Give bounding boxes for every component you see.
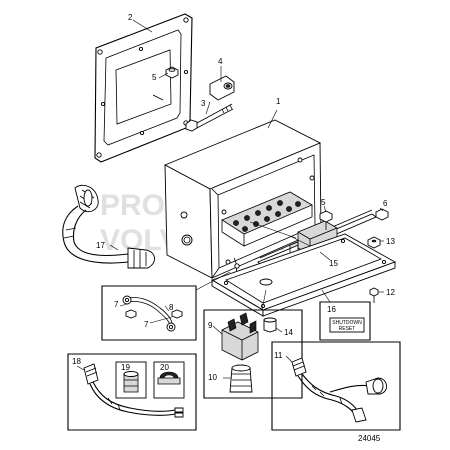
callout-11: 11 xyxy=(274,351,283,360)
callout-17: 17 xyxy=(96,241,105,250)
shutdown-label-line2: RESET xyxy=(339,326,356,332)
part-2-mounting-frame xyxy=(94,13,193,163)
callout-14: 14 xyxy=(284,328,293,337)
callout-18: 18 xyxy=(72,357,81,366)
callout-16: 16 xyxy=(327,305,336,314)
inset-box-18-19-20 xyxy=(67,353,197,431)
shutdown-label-line1: SHUTDOWN xyxy=(332,320,362,326)
inset-box-9-10-14 xyxy=(203,289,303,399)
shutdown-reset-label-plate xyxy=(329,317,365,333)
callout-10: 10 xyxy=(208,373,217,382)
callout-9: 9 xyxy=(208,321,213,330)
enclosure-lid xyxy=(210,233,397,317)
callout-15: 15 xyxy=(329,259,338,268)
part-3-bolt xyxy=(185,103,234,132)
part-13-nut xyxy=(367,236,381,249)
callout-1: 1 xyxy=(276,97,281,106)
drawing-number: 24045 xyxy=(358,434,381,443)
callout-7-lower: 7 xyxy=(144,320,149,329)
callout-20: 20 xyxy=(160,363,169,372)
part-1-enclosure-box xyxy=(163,119,377,283)
inset-box-7-8 xyxy=(101,271,231,341)
leader-lines xyxy=(76,19,384,379)
part-17-harness xyxy=(62,184,155,269)
callout-2: 2 xyxy=(128,13,133,22)
inset-box-16: SHUTDOWN RESET xyxy=(319,289,371,341)
part-12-screw xyxy=(369,287,379,303)
callout-5-top: 5 xyxy=(152,73,157,82)
callout-13: 13 xyxy=(386,237,395,246)
callout-7-upper: 7 xyxy=(114,300,119,309)
callout-19: 19 xyxy=(121,363,130,372)
callout-5-right: 5 xyxy=(321,198,326,207)
callout-3: 3 xyxy=(201,99,206,108)
part-6-screw xyxy=(375,208,389,221)
part-5-nut-top xyxy=(165,66,179,79)
part-4-spacer xyxy=(209,75,235,101)
callout-labels: 1 2 3 4 5 5 6 7 7 8 9 10 11 12 13 14 15 … xyxy=(72,13,395,382)
part-5-screw-right xyxy=(319,210,333,230)
callout-12: 12 xyxy=(386,288,395,297)
callout-6: 6 xyxy=(383,199,388,208)
callout-8: 8 xyxy=(169,303,174,312)
inset-box-11 xyxy=(271,341,401,431)
callout-4: 4 xyxy=(218,57,223,66)
